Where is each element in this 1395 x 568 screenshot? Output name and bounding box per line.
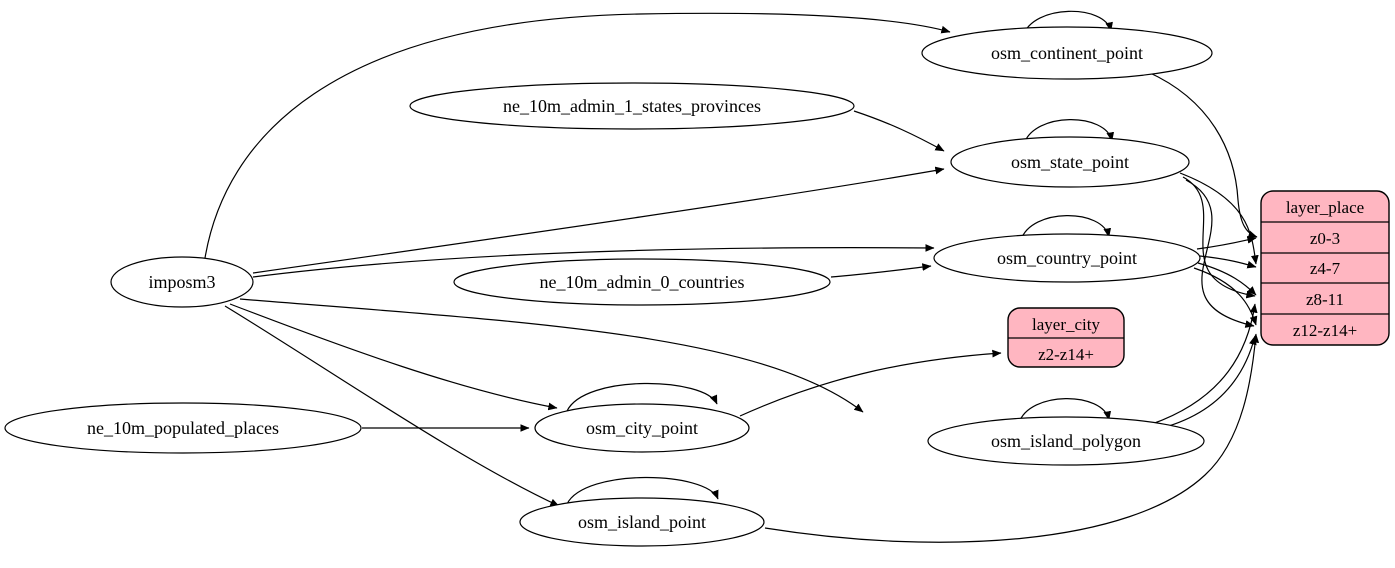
layer_city-row-z2-z14: z2-z14+ [1038, 345, 1094, 364]
edge-osm_country_point-to-layer_place-z8-11 [1197, 262, 1257, 296]
node-osm_island_polygon: osm_island_polygon [927, 416, 1205, 466]
ne_10m_admin_1_states_provinces-label: ne_10m_admin_1_states_provinces [503, 96, 761, 116]
selfloop-osm_state_point [1023, 119, 1115, 145]
edge-osm_island_polygon-to-layer_place-z12-z14 [1161, 335, 1257, 429]
layer_place-row-z0-3: z0-3 [1310, 229, 1340, 248]
edge-osm_city_point-to-layer_city-z2-z14 [739, 349, 1002, 417]
selfloop-osm_island_point [566, 476, 719, 505]
node-imposm3: imposm3 [110, 256, 254, 308]
node-osm_state_point: osm_state_point [950, 136, 1190, 188]
osm_city_point-label: osm_city_point [586, 418, 698, 438]
osm_state_point-label: osm_state_point [1011, 152, 1129, 172]
osm_island_point-label: osm_island_point [578, 512, 706, 532]
ne_10m_populated_places-label: ne_10m_populated_places [87, 418, 279, 438]
layer_place-row-z8-11: z8-11 [1306, 290, 1344, 309]
edge-osm_island_point-to-layer_place-z12-z14 [764, 333, 1260, 543]
layer_place-title: layer_place [1286, 198, 1364, 217]
selfloop-osm_continent_point [1022, 10, 1113, 37]
edge-imposm3-to-osm_state_point [252, 166, 945, 274]
edge-imposm3-to-osm_island_polygon [239, 298, 864, 413]
node-ne_10m_populated_places: ne_10m_populated_places [4, 402, 362, 454]
osm_continent_point-label: osm_continent_point [991, 43, 1143, 63]
osm_island_polygon-ellipse [927, 416, 1205, 466]
node-osm_continent_point: osm_continent_point [921, 26, 1213, 80]
ne_10m_admin_0_countries-label: ne_10m_admin_0_countries [540, 272, 745, 292]
ne_10m_admin_1_states_provinces-ellipse [409, 82, 855, 130]
imposm3-label: imposm3 [148, 272, 215, 292]
node-osm_city_point: osm_city_point [534, 403, 750, 453]
layer_place-row-z12-z14: z12-z14+ [1293, 321, 1357, 340]
record-layer_place: layer_place z0-3 z4-7 z8-11 z12-z14+ [1260, 190, 1390, 346]
osm_city_point-ellipse [534, 403, 750, 453]
osm_country_point-ellipse [933, 233, 1201, 283]
layer_city-title: layer_city [1032, 315, 1100, 334]
selfloop-osm_island_polygon [1018, 398, 1112, 424]
edge-ne_10m_admin_1_states_provinces-to-osm_state_point [853, 110, 945, 152]
edge-imposm3-to-osm_continent_point [204, 12, 951, 259]
osm_state_point-ellipse [950, 136, 1190, 188]
imposm3-ellipse [110, 256, 254, 308]
ne_10m_admin_0_countries-ellipse [453, 258, 831, 306]
node-ne_10m_admin_1_states_provinces: ne_10m_admin_1_states_provinces [409, 82, 855, 130]
edge-osm_country_point-to-layer_place-z12-z14 [1193, 267, 1258, 326]
record-layer_city: layer_city z2-z14+ [1007, 307, 1125, 368]
node-ne_10m_admin_0_countries: ne_10m_admin_0_countries [453, 258, 831, 306]
osm_continent_point-ellipse [921, 26, 1213, 80]
edge-osm_state_point-to-layer_place-z8-11 [1182, 176, 1256, 299]
edge-osm_country_point-to-layer_place-z0-3 [1196, 236, 1257, 250]
edge-imposm3-to-osm_island_point [224, 305, 560, 507]
selfloop-osm_country_point [1020, 215, 1112, 241]
node-osm_island_point: osm_island_point [519, 497, 765, 547]
edge-osm_country_point-to-layer_place-z4-7 [1199, 255, 1257, 269]
layer_place-box [1260, 190, 1390, 346]
osm_island_point-ellipse [519, 497, 765, 547]
edge-imposm3-to-osm_country_point [252, 244, 935, 278]
edge-osm_continent_point-to-layer_place-z0-3 [1147, 71, 1258, 238]
edge-imposm3-to-osm_city_point [229, 303, 558, 411]
layer_place-row-z4-7: z4-7 [1310, 259, 1341, 278]
edge-ne_10m_admin_0_countries-to-osm_country_point [830, 263, 932, 278]
node-osm_country_point: osm_country_point [933, 233, 1201, 283]
osm_country_point-label: osm_country_point [997, 248, 1137, 268]
selfloop-osm_city_point [566, 382, 718, 412]
edge-osm_state_point-to-layer_place-z4-7 [1179, 172, 1259, 265]
edge-osm_state_point-to-layer_place-z12-z14 [1185, 179, 1255, 328]
osm_island_polygon-label: osm_island_polygon [991, 431, 1141, 451]
ne_10m_populated_places-ellipse [4, 402, 362, 454]
